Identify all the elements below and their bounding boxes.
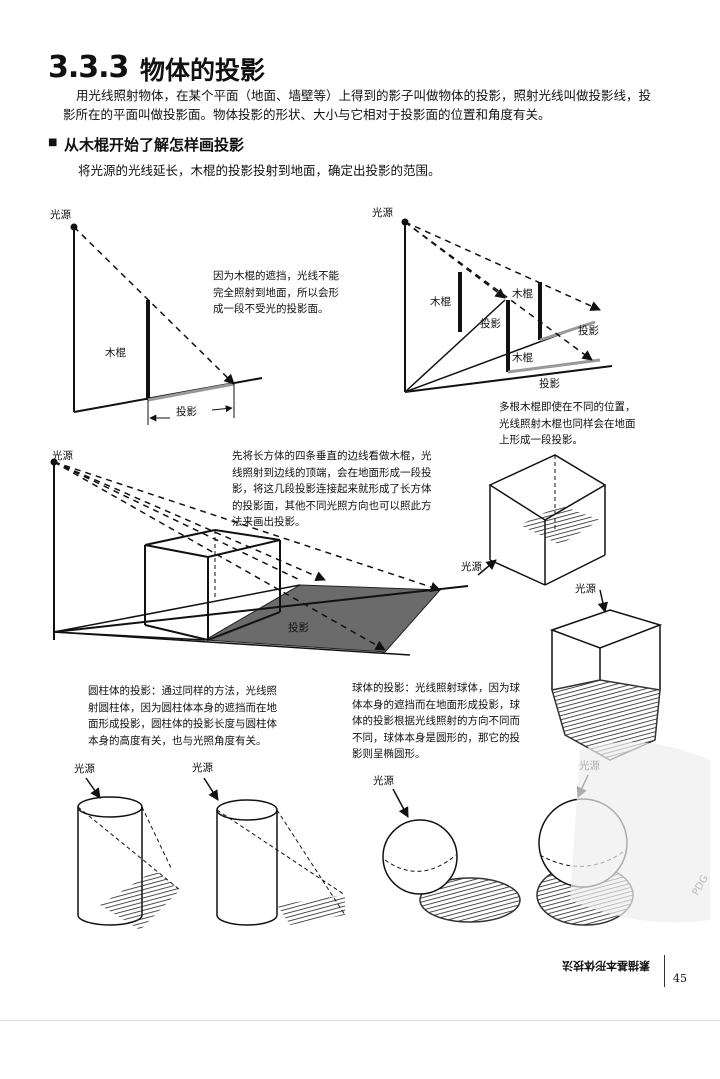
figure-single-stick [70, 223, 263, 425]
fig1-stick-label: 木棍 [105, 347, 126, 359]
cylinder-note-line-4: 本身的高度有关，也与光照角度有关。 [88, 734, 267, 747]
figure-cylinder-2 [203, 777, 346, 926]
cylinder-note-line-3: 面形成投影，圆柱体的投影长度与圆柱体 [88, 718, 277, 730]
footer-divider [664, 955, 665, 987]
sphere-note: 球体的投影：光线照射球体，因为球 体本身的遮挡而在地面形成投影，球 体的投影根据… [352, 680, 520, 763]
fig2-stick1-label: 木棍 [430, 296, 451, 308]
fig2-stick2-label: 木棍 [512, 288, 533, 300]
fig2-note: 多根木棍即使在不同的位置， 光线照射木棍也同样会在地面 上形成一段投影。 [499, 399, 636, 449]
fig3-note-line-3: 影，将这几段投影连接起来就形成了长方体 [232, 483, 432, 495]
intro-paragraph: 用光线照射物体，在某个平面（地面、墙壁等）上得到的影子叫做物体的投影，照射光线叫… [63, 86, 686, 124]
fig1-light-label: 光源 [50, 209, 71, 221]
fig2-shadow3-label: 投影 [539, 378, 560, 390]
sphere-note-line-4: 不同，球体本身是圆形的，那它的投 [352, 731, 520, 744]
cylinder-light1-label: 光源 [74, 763, 95, 775]
figure-cube-light-left [477, 454, 607, 586]
fig3-shadow-label: 投影 [288, 622, 309, 634]
intro-line-2: 影所在的平面叫做投影面。物体投影的形状、大小与它相对于投影面的位置和角度有关。 [63, 107, 551, 122]
sphere-note-line-5: 影则呈椭圆形。 [352, 748, 426, 760]
cylinder-note-line-1: 圆柱体的投影：通过同样的方法，光线照 [88, 685, 277, 697]
sphere-note-line-3: 体的投影根据光线照射的方向不同而 [352, 715, 520, 727]
sphere-note-line-2: 体本身的遮挡而在地面形成投影，球 [352, 698, 520, 711]
fig3-light-label: 光源 [52, 450, 73, 462]
figure-box-shadow [50, 458, 469, 656]
figure-multiple-sticks [401, 218, 613, 393]
fig1-note: 因为木棍的遮挡，光线不能 完全照射到地面，所以会形 成一段不受光的投影面。 [213, 268, 339, 318]
subsection-title: 从木棍开始了解怎样画投影 [64, 136, 245, 154]
fig1-note-line-3: 成一段不受光的投影面。 [213, 303, 329, 315]
fig3-note-line-2: 线照射到边线的顶端，会在地面形成一段投 [232, 466, 432, 479]
figure-sphere-1 [382, 788, 521, 923]
page-number: 45 [673, 972, 687, 985]
section-title: 物体的投影 [140, 56, 266, 85]
sphere-light1-label: 光源 [373, 775, 394, 787]
fig2-shadow2-label: 投影 [578, 325, 599, 337]
fig1-note-line-2: 完全照射到地面，所以会形 [213, 286, 339, 299]
intro-line-1: 用光线照射物体，在某个平面（地面、墙壁等）上得到的影子叫做物体的投影，照射光线叫… [76, 88, 652, 103]
fig2-note-line-2: 光线照射木棍也同样会在地面 [499, 417, 636, 430]
section-number: 3.3.3 [48, 50, 129, 85]
sphere-note-line-1: 球体的投影：光线照射球体，因为球 [352, 682, 520, 694]
fig1-note-line-1: 因为木棍的遮挡，光线不能 [213, 270, 339, 282]
fig2-note-line-1: 多根木棍即使在不同的位置， [499, 401, 636, 413]
page-bottom-edge [0, 1020, 720, 1021]
cylinder-note: 圆柱体的投影：通过同样的方法，光线照 射圆柱体，因为圆柱体本身的遮挡而在地 面形… [88, 683, 277, 749]
fig2-light-label: 光源 [372, 207, 393, 219]
fig2-note-line-3: 上形成一段投影。 [499, 434, 583, 446]
cylinder-light2-label: 光源 [192, 762, 213, 774]
footer-book-title: 素描基本形体技法 [562, 959, 650, 972]
fig2-stick3-label: 木棍 [512, 352, 533, 364]
fig2-shadow1-label: 投影 [480, 318, 501, 330]
fig3-note-line-1: 先将长方体的四条垂直的边线看做木棍，光 [232, 450, 432, 462]
fig3-note: 先将长方体的四条垂直的边线看做木棍，光 线照射到边线的顶端，会在地面形成一段投 … [232, 448, 432, 531]
fig3-note-line-4: 的投影面，其他不同光照方向也可以照此方 [232, 499, 432, 512]
fig3-note-line-5: 法来画出投影。 [232, 516, 306, 528]
cylinder-note-line-2: 射圆柱体，因为圆柱体本身的遮挡而在地 [88, 701, 277, 714]
fig4-light1-label: 光源 [461, 561, 482, 573]
fig4-light2-label: 光源 [575, 583, 596, 595]
subsection-description: 将光源的光线延长，木棍的投影投射到地面，确定出投影的范围。 [78, 163, 441, 178]
subsection-mark: ■ [48, 137, 58, 148]
figure-cube-light-top [549, 589, 663, 761]
fig1-shadow-label: 投影 [176, 406, 197, 418]
watermark-seal [570, 742, 710, 923]
figure-cylinder-1 [77, 777, 181, 930]
